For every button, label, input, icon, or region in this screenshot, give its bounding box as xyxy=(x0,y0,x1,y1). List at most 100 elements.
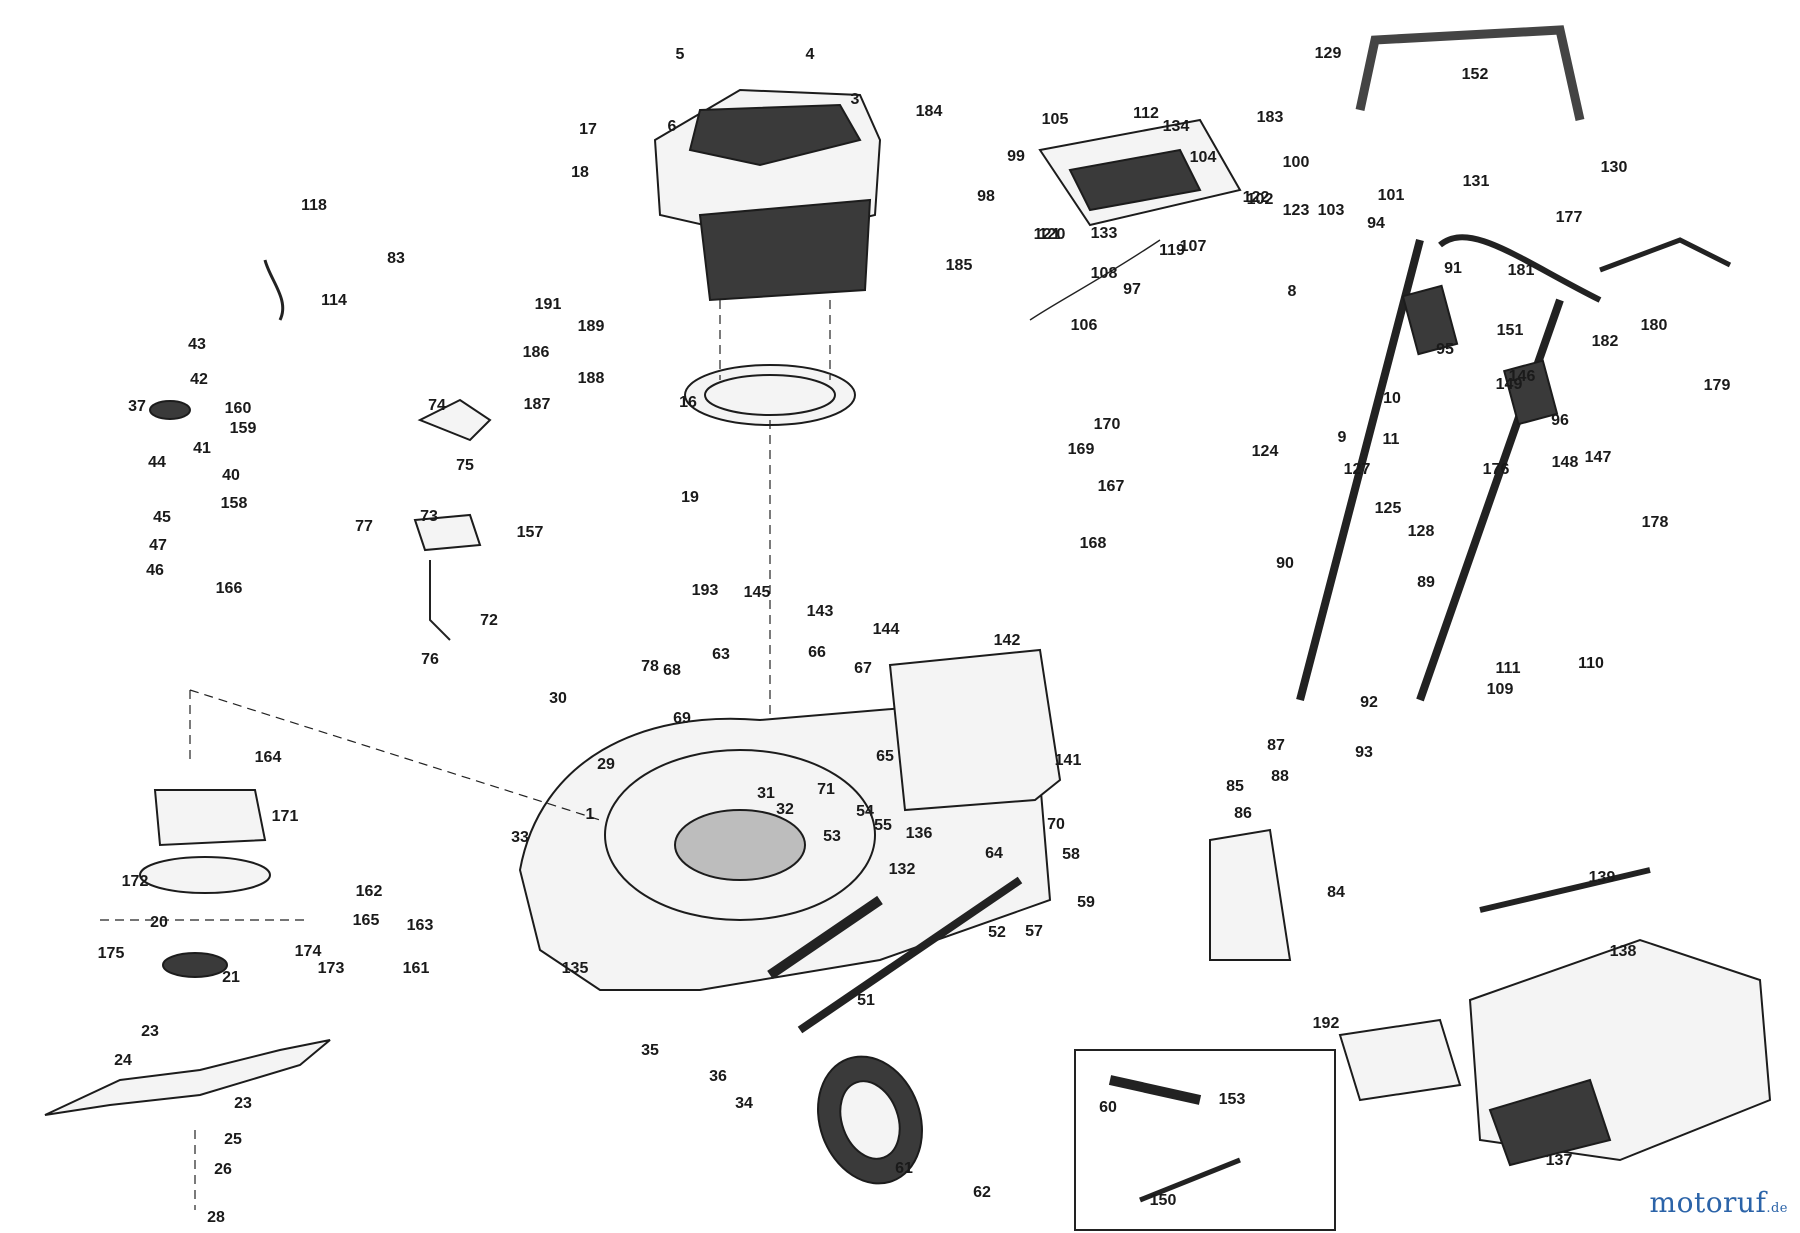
part-number-label: 157 xyxy=(516,524,544,541)
part-number-label: 114 xyxy=(321,292,347,309)
part-number-label: 33 xyxy=(511,829,529,846)
part-number-label: 70 xyxy=(1047,816,1065,833)
part-number-label: 177 xyxy=(1555,209,1583,226)
part-number-label: 138 xyxy=(1609,943,1637,960)
part-number-label: 184 xyxy=(915,103,943,120)
part-number-label: 109 xyxy=(1486,681,1514,698)
tools-box xyxy=(1074,1049,1336,1231)
part-number-label: 144 xyxy=(872,621,900,638)
part-number-label: 141 xyxy=(1054,752,1082,769)
part-number-label: 18 xyxy=(571,164,589,181)
watermark-brand: motoruf xyxy=(1649,1186,1767,1219)
part-number-label: 47 xyxy=(149,537,167,554)
part-number-label: 57 xyxy=(1025,923,1043,940)
part-number-label: 95 xyxy=(1436,341,1454,358)
part-number-label: 185 xyxy=(945,257,973,274)
part-number-label: 152 xyxy=(1461,66,1489,83)
part-number-label: 130 xyxy=(1600,159,1628,176)
part-number-label: 23 xyxy=(141,1023,159,1040)
part-number-label: 54 xyxy=(856,803,874,820)
part-number-label: 139 xyxy=(1588,869,1616,886)
part-number-label: 63 xyxy=(712,646,730,663)
part-number-label: 78 xyxy=(641,658,659,675)
part-number-label: 142 xyxy=(993,632,1021,649)
part-number-label: 178 xyxy=(1641,514,1669,531)
part-number-label: 149 xyxy=(1495,376,1523,393)
part-number-label: 89 xyxy=(1417,574,1435,591)
part-number-label: 164 xyxy=(254,749,282,766)
part-number-label: 191 xyxy=(534,296,562,313)
part-number-label: 61 xyxy=(895,1160,913,1177)
part-number-label: 83 xyxy=(387,250,405,267)
part-number-label: 23 xyxy=(234,1095,252,1112)
part-number-label: 4 xyxy=(805,46,815,63)
part-number-label: 28 xyxy=(207,1209,225,1226)
part-number-label: 53 xyxy=(823,828,841,845)
watermark-tld: .de xyxy=(1766,1201,1788,1216)
part-number-label: 173 xyxy=(317,960,345,977)
part-number-label: 136 xyxy=(905,825,933,842)
part-number-label: 51 xyxy=(857,992,875,1009)
part-number-label: 132 xyxy=(888,861,916,878)
part-number-label: 187 xyxy=(523,396,551,413)
part-number-label: 1 xyxy=(585,806,595,823)
part-number-label: 171 xyxy=(271,808,299,825)
part-number-label: 64 xyxy=(985,845,1003,862)
part-number-label: 90 xyxy=(1276,555,1294,572)
part-number-label: 158 xyxy=(220,495,248,512)
part-number-label: 36 xyxy=(709,1068,727,1085)
part-number-label: 189 xyxy=(577,318,605,335)
part-number-label: 69 xyxy=(673,710,691,727)
part-number-label: 41 xyxy=(193,440,211,457)
part-number-label: 24 xyxy=(114,1052,132,1069)
part-number-label: 97 xyxy=(1123,281,1141,298)
part-number-label: 19 xyxy=(681,489,699,506)
part-number-label: 35 xyxy=(641,1042,659,1059)
part-number-label: 127 xyxy=(1343,461,1371,478)
part-number-label: 74 xyxy=(428,397,446,414)
part-number-label: 183 xyxy=(1256,109,1284,126)
part-number-label: 193 xyxy=(691,582,719,599)
part-number-label: 108 xyxy=(1090,265,1118,282)
part-number-label: 167 xyxy=(1097,478,1125,495)
part-number-label: 112 xyxy=(1133,105,1159,122)
wheel-and-axles xyxy=(767,876,1023,1185)
part-number-label: 143 xyxy=(806,603,834,620)
control-box xyxy=(1029,118,1242,321)
part-number-label: 52 xyxy=(988,924,1006,941)
part-number-label: 161 xyxy=(402,960,430,977)
part-number-label: 60 xyxy=(1099,1099,1117,1116)
part-number-label: 96 xyxy=(1551,412,1569,429)
part-number-label: 6 xyxy=(667,118,677,135)
blade-assembly xyxy=(44,789,331,1210)
part-number-label: 73 xyxy=(420,508,438,525)
part-number-label: 104 xyxy=(1189,149,1217,166)
part-number-label: 31 xyxy=(757,785,775,802)
part-number-label: 55 xyxy=(874,817,892,834)
part-number-label: 76 xyxy=(421,651,439,668)
part-number-label: 133 xyxy=(1090,225,1118,242)
part-number-label: 125 xyxy=(1374,500,1402,517)
part-number-label: 72 xyxy=(480,612,498,629)
part-number-label: 120 xyxy=(1038,226,1066,243)
part-number-label: 159 xyxy=(229,420,257,437)
part-number-label: 9 xyxy=(1337,429,1347,446)
part-number-label: 26 xyxy=(214,1161,232,1178)
part-number-label: 129 xyxy=(1314,45,1342,62)
part-number-label: 101 xyxy=(1377,187,1405,204)
part-number-label: 77 xyxy=(355,518,373,535)
part-number-label: 166 xyxy=(215,580,243,597)
part-number-label: 42 xyxy=(190,371,208,388)
part-number-label: 103 xyxy=(1317,202,1345,219)
part-number-label: 148 xyxy=(1551,454,1579,471)
part-number-label: 102 xyxy=(1246,191,1274,208)
part-number-label: 75 xyxy=(456,457,474,474)
part-number-label: 29 xyxy=(597,756,615,773)
part-number-label: 93 xyxy=(1355,744,1373,761)
part-number-label: 25 xyxy=(224,1131,242,1148)
part-number-label: 85 xyxy=(1226,778,1244,795)
part-number-label: 170 xyxy=(1093,416,1121,433)
part-number-label: 45 xyxy=(153,509,171,526)
part-number-label: 122 xyxy=(1242,189,1270,206)
